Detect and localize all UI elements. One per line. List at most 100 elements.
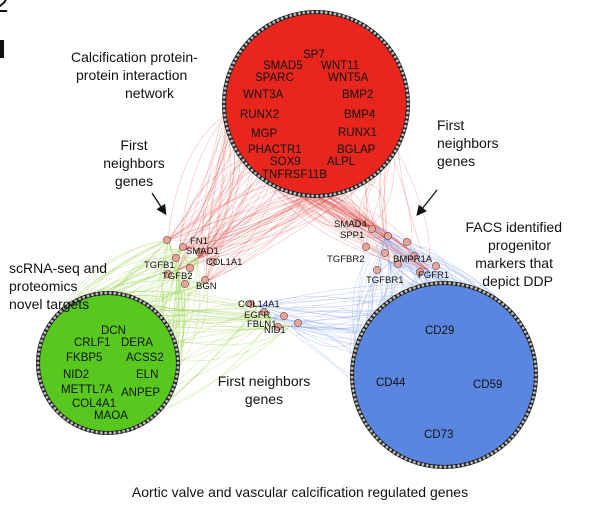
network-edge (271, 317, 371, 331)
rim-node (397, 141, 402, 145)
rim-node (447, 281, 452, 286)
network-edge (162, 305, 259, 407)
network-edge (177, 195, 312, 271)
rim-node (146, 303, 150, 308)
rim-node (510, 311, 515, 316)
rim-node (134, 297, 139, 301)
rim-node (372, 172, 377, 177)
network-edge (384, 237, 446, 284)
network-edge (167, 195, 316, 241)
network-edge (328, 194, 371, 228)
network-edge (177, 325, 291, 362)
network-edge (205, 156, 241, 283)
network-edge (177, 169, 252, 271)
neighbor-node (362, 243, 370, 251)
rim-node (361, 418, 366, 422)
network-edge (197, 188, 281, 259)
rim-node (372, 432, 376, 437)
rim-node (378, 306, 382, 311)
rim-node (169, 330, 173, 335)
network-edge (289, 325, 359, 341)
rim-node (167, 326, 171, 331)
rim-node (301, 193, 306, 197)
rim-node (350, 366, 355, 371)
rim-node (405, 88, 409, 93)
rim-node (516, 318, 521, 323)
network-edge (197, 147, 236, 259)
network-edge (363, 182, 387, 239)
rim-node (156, 312, 161, 317)
rim-node (350, 17, 354, 22)
gene-label: TGFB2 (162, 271, 193, 282)
rim-node (108, 291, 112, 295)
rim-node (507, 308, 512, 313)
rim-node (528, 342, 533, 347)
gene-label: BMP4 (344, 109, 376, 121)
rim-node (231, 143, 236, 147)
rim-node (253, 32, 258, 37)
rim-node (390, 51, 395, 56)
rim-node (310, 194, 315, 198)
gene-label: EGFR (244, 310, 271, 321)
rim-node (222, 108, 226, 113)
rim-node (399, 137, 403, 141)
rim-node (372, 31, 377, 36)
rim-node (82, 426, 86, 431)
network-edge (117, 248, 181, 294)
gene-label: ELN (136, 369, 158, 381)
rim-node (38, 378, 43, 383)
rim-node (393, 55, 397, 59)
network-edge (136, 298, 259, 307)
rim-node (36, 361, 40, 365)
rim-node (153, 412, 157, 417)
rim-node (233, 147, 238, 151)
rim-node (244, 42, 248, 47)
facs-label: FACS identified progenitor markers that … (466, 219, 563, 289)
rim-node (469, 460, 474, 465)
rim-node (478, 288, 482, 293)
rim-node (388, 298, 393, 303)
rim-node (456, 463, 461, 468)
rim-node (533, 386, 537, 391)
neighbor-node (260, 308, 268, 316)
rim-node (429, 464, 434, 469)
rim-node (528, 403, 533, 408)
rim-node (99, 291, 104, 296)
rim-node (50, 403, 54, 407)
rim-node (176, 356, 180, 361)
rim-node (41, 387, 45, 392)
gene-label: MAOA (94, 410, 128, 422)
neighbor-node-layer (163, 219, 440, 331)
rim-node (112, 430, 117, 435)
network-edge (174, 317, 273, 387)
gene-label: WNT3A (243, 89, 284, 101)
network-edge (175, 304, 259, 344)
rim-node (86, 294, 90, 298)
rim-node (328, 192, 333, 197)
rim-node (333, 192, 337, 196)
rim-node (375, 310, 379, 314)
network-edge (177, 257, 199, 358)
network-edge (365, 237, 386, 328)
rim-node (357, 410, 362, 414)
rim-node (43, 330, 47, 335)
rim-node (172, 383, 177, 387)
rim-node (272, 20, 276, 25)
rim-node (264, 179, 269, 184)
rim-node (438, 281, 443, 285)
rim-node (478, 457, 482, 462)
network-edge (257, 305, 366, 334)
rim-node (337, 191, 342, 195)
rim-node (362, 180, 366, 185)
network-edge (177, 249, 185, 360)
rim-node (130, 426, 134, 431)
network-edge (177, 181, 267, 271)
rim-node (250, 36, 254, 40)
ppi-label-line: protein interaction (76, 67, 187, 83)
network-edge (179, 171, 254, 251)
rim-node (396, 452, 400, 457)
neighbor-node (381, 249, 389, 257)
rim-node (403, 80, 408, 84)
gene-label: PHACTR1 (248, 144, 302, 156)
rim-node (406, 97, 410, 102)
